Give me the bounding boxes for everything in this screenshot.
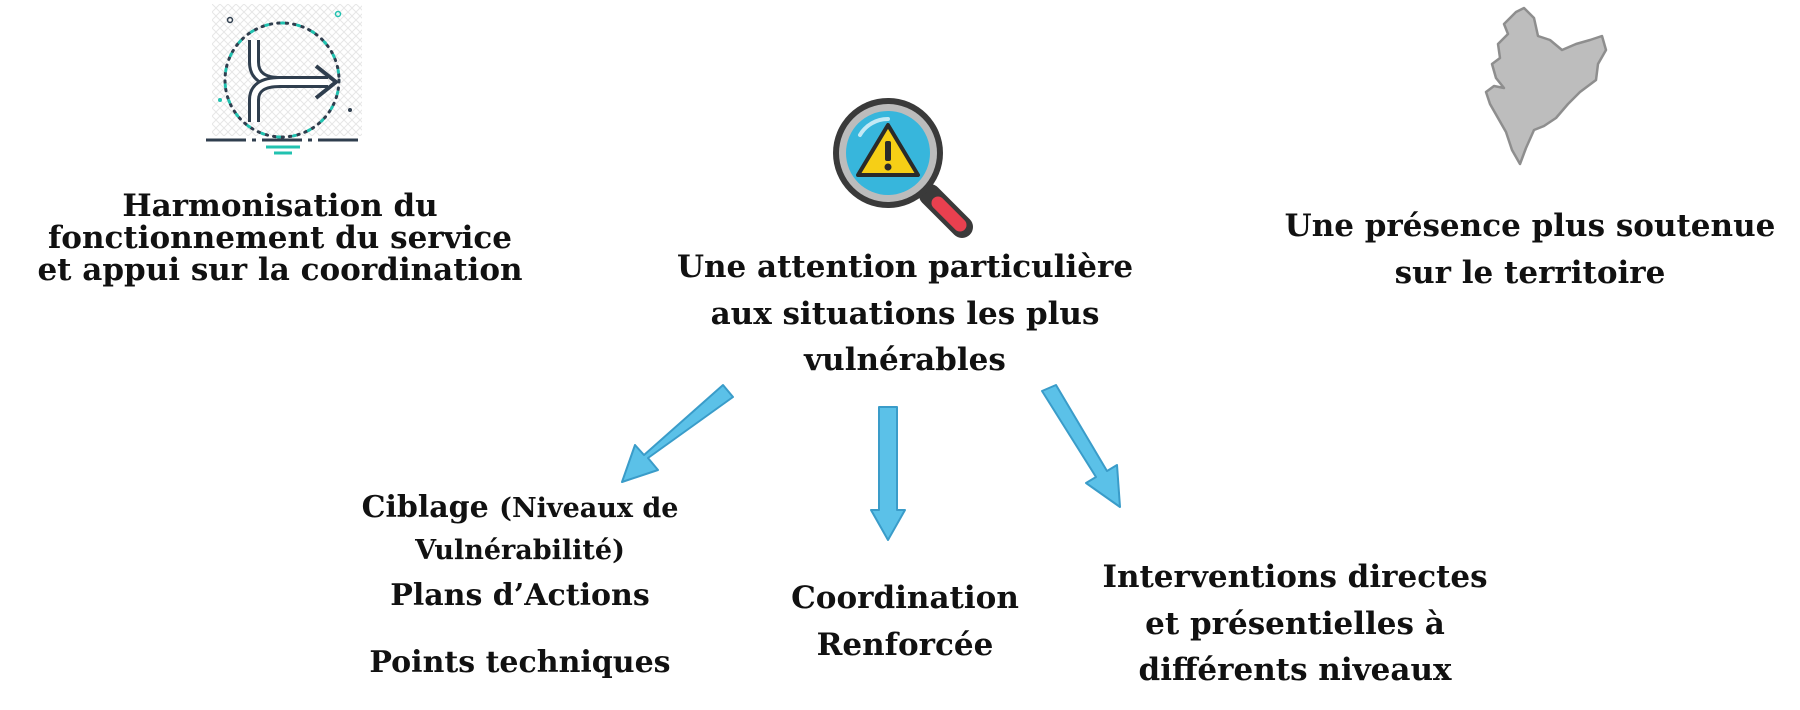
right-title-line: Une présence plus soutenue bbox=[1284, 208, 1776, 244]
niveaux-label: (Niveaux de bbox=[499, 493, 679, 524]
points-label: Points techniques bbox=[369, 645, 671, 680]
arrow-down-right bbox=[1041, 384, 1121, 508]
territory-map-icon bbox=[1484, 6, 1608, 166]
ciblage-line: Ciblage (Niveaux de bbox=[340, 490, 700, 525]
left-title: Harmonisation du fonctionnement du servi… bbox=[20, 188, 540, 288]
arrow-down-left bbox=[621, 384, 734, 483]
right-title: Une présence plus soutenue sur le territ… bbox=[1280, 203, 1780, 296]
left-title-line: et appui sur la coordination bbox=[37, 251, 523, 288]
vulnerabilite-label: Vulnérabilité) bbox=[415, 535, 625, 566]
interventions-line: et présentielles à bbox=[1145, 605, 1445, 642]
coordination-line: Renforcée bbox=[816, 626, 994, 663]
ciblage-label: Ciblage bbox=[361, 490, 489, 525]
coordination-block: Coordination Renforcée bbox=[770, 575, 1040, 668]
center-title-line: aux situations les plus bbox=[710, 295, 1100, 332]
interventions-line: Interventions directes bbox=[1102, 559, 1488, 595]
interventions-block: Interventions directes et présentielles … bbox=[1080, 554, 1510, 694]
plans-label: Plans d’Actions bbox=[390, 578, 650, 613]
arrow-down bbox=[870, 406, 906, 541]
center-title: Une attention particulière aux situation… bbox=[660, 244, 1150, 384]
coordination-line: Coordination bbox=[791, 580, 1019, 616]
center-title-line: vulnérables bbox=[804, 342, 1006, 378]
interventions-line: différents niveaux bbox=[1138, 652, 1452, 688]
merge-arrow-icon bbox=[206, 4, 362, 155]
left-title-line: fonctionnement du service bbox=[47, 219, 513, 256]
center-title-line: Une attention particulière bbox=[676, 249, 1134, 285]
warning-magnifier-icon bbox=[833, 98, 973, 238]
right-title-line: sur le territoire bbox=[1394, 254, 1666, 291]
left-title-line: Harmonisation du bbox=[122, 188, 438, 224]
